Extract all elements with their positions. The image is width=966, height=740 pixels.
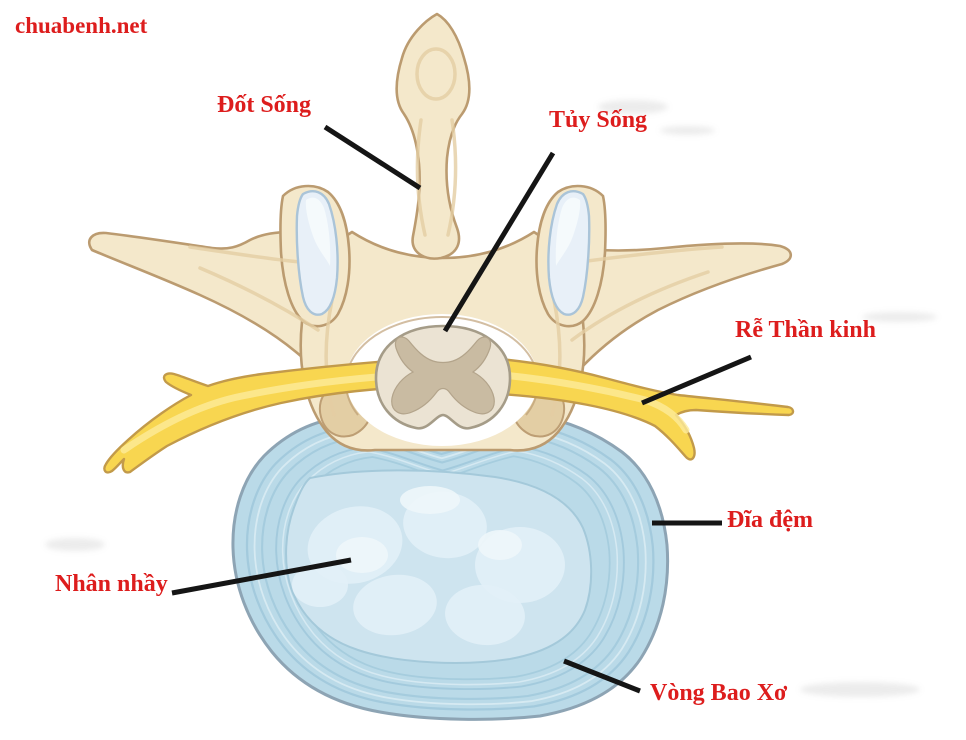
label-disc: Đĩa đệm: [727, 507, 813, 533]
artifact-smudge: [598, 100, 668, 114]
leader-lines: [171, 124, 752, 694]
watermark-text: chuabenh.net: [15, 13, 148, 38]
label-vertebra: Đốt Sống: [217, 92, 312, 118]
artifact-smudge: [862, 312, 937, 322]
label-nerve-root: Rễ Thần kinh: [735, 317, 876, 343]
leader-spinal-cord: [442, 151, 556, 333]
label-annulus-fibrosus: Vòng Bao Xơ: [650, 680, 788, 706]
spinal-cord: [374, 324, 512, 430]
leader-nucleus: [171, 557, 352, 596]
label-spinal-cord: Tủy Sống: [549, 107, 648, 133]
nerve-root-left: [103, 356, 432, 474]
artifact-smudge: [800, 682, 920, 697]
gray-matter-butterfly: [391, 336, 495, 415]
spinous-process: [395, 12, 471, 260]
nerve-roots: [103, 354, 795, 474]
label-nucleus-pulposus: Nhân nhầy: [55, 571, 168, 597]
artifact-smudge: [45, 538, 105, 551]
leader-nerve-root: [641, 354, 752, 406]
leader-vertebra: [323, 124, 422, 191]
artifact-smudge: [660, 126, 715, 135]
leader-annulus: [563, 658, 641, 694]
